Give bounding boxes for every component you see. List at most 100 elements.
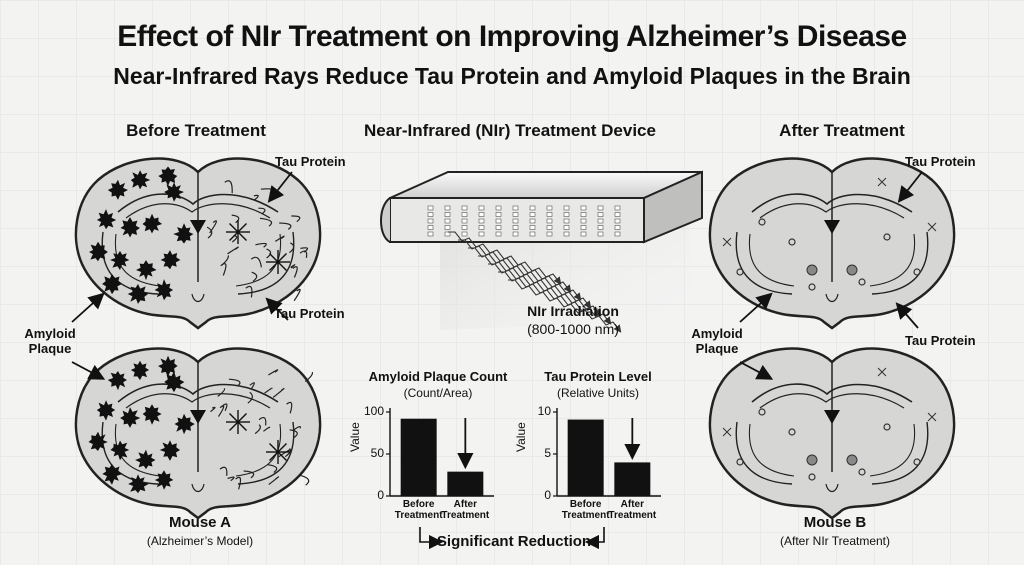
- residual-plaque: [913, 458, 921, 466]
- plaque-core: [154, 279, 174, 301]
- tau-fiber: [229, 421, 239, 431]
- bar-before: [567, 419, 604, 496]
- amyloid-plaque: [102, 274, 123, 295]
- amyloid-plaque: [88, 431, 108, 451]
- chart2-xtick-label: Before: [569, 499, 602, 510]
- emitter-led: [444, 231, 451, 237]
- emitter-led: [461, 231, 468, 237]
- emitter-led: [580, 212, 587, 217]
- tau-tangle: [224, 180, 233, 194]
- corpus-callosum: [751, 193, 913, 213]
- plaque-core: [128, 474, 149, 494]
- tau-tangle: [268, 476, 280, 485]
- plaque-core: [158, 355, 178, 377]
- mouse-a-name: Mouse A: [169, 514, 231, 531]
- brain-mouse-a-top: [74, 157, 322, 330]
- emitter-led: [546, 231, 553, 237]
- tau-tangle: [266, 248, 272, 259]
- emitter-led: [461, 225, 468, 230]
- amyloid-plaque: [127, 284, 149, 304]
- brain-mouse-b-bottom: [708, 347, 956, 520]
- device-cap: [380, 197, 391, 243]
- emitter-led: [597, 231, 604, 237]
- emitter-led: [478, 225, 485, 230]
- residual-plaque: [806, 264, 818, 276]
- tau-tangle: [300, 474, 310, 486]
- emitter-led: [478, 212, 485, 217]
- emitter-led: [563, 231, 570, 237]
- tau-tangle: [290, 264, 296, 269]
- emitter-led: [512, 212, 519, 217]
- brainstem-mark: [191, 483, 205, 493]
- amyloid-plaque: [135, 449, 156, 470]
- amyloid-plaque: [154, 470, 174, 490]
- tau-tangle: [279, 222, 292, 230]
- tau-tangle: [210, 406, 216, 413]
- tau-tangle: [255, 242, 267, 248]
- amyloid-plaque: [174, 413, 195, 435]
- amyloid-plaque: [173, 223, 194, 244]
- emitter-led: [512, 205, 519, 211]
- amyloid-plaque: [142, 213, 163, 234]
- hippocampus-inner: [748, 423, 916, 477]
- emitter-led: [478, 205, 485, 211]
- residual-plaque: [788, 428, 796, 436]
- tau-tangle: [284, 448, 292, 458]
- chart-1: [386, 408, 494, 497]
- emitter-led: [427, 225, 434, 230]
- plaque-core: [160, 250, 181, 270]
- ventricle: [824, 220, 840, 234]
- tau-tangle: [292, 266, 298, 278]
- tau-tangle: [258, 417, 267, 426]
- residual-plaque: [808, 283, 816, 291]
- tau-tangle: [217, 388, 226, 397]
- chart2-xtick-label: After: [620, 499, 644, 510]
- residual-plaque: [806, 454, 818, 466]
- page-subtitle: Near-Infrared Rays Reduce Tau Protein an…: [113, 63, 911, 89]
- chart2-ytick-label: 0: [544, 488, 551, 502]
- amyloid-plaque: [160, 250, 181, 270]
- tau-tangle: [293, 288, 301, 302]
- amyloid-plaque: [158, 355, 178, 377]
- tau-pointer-a-bottom: [265, 297, 289, 321]
- tau-fiber: [269, 253, 279, 263]
- tau-fiber: [237, 421, 247, 431]
- plaque-core: [142, 404, 162, 425]
- amyloid-pointer-a-bottom: [71, 361, 106, 380]
- nir-irradiation-label: NIr Irradiation: [527, 303, 619, 319]
- tau-cluster: [226, 220, 250, 244]
- bar-after: [447, 471, 484, 496]
- plaque-core: [135, 449, 156, 470]
- emitter-led: [444, 218, 451, 224]
- amyloid-plaque: [107, 179, 128, 200]
- chart2-ylabel: Value: [514, 422, 528, 452]
- hippocampus-inner: [114, 423, 282, 477]
- chart1-xtick-label: After: [453, 499, 477, 510]
- chart-2: [553, 408, 661, 497]
- ventricle: [824, 410, 840, 424]
- after-treatment-heading: After Treatment: [779, 121, 905, 140]
- residual-tau: [877, 177, 887, 187]
- emitter-led: [546, 218, 553, 224]
- chart1-ytick-label: 50: [370, 446, 384, 460]
- brainstem-mark: [825, 293, 839, 303]
- residual-plaque: [913, 268, 921, 276]
- emitter-led: [597, 225, 604, 230]
- tau-tangle: [227, 476, 235, 482]
- significant-reduction-label: Significant Reduction: [436, 533, 592, 550]
- tau-tangle: [254, 424, 261, 435]
- plaque-core: [164, 371, 185, 393]
- plaque-core: [142, 213, 163, 234]
- emitter-led: [444, 205, 451, 211]
- tau-pointer-b-top: [897, 171, 923, 203]
- chart2-subtitle: (Relative Units): [556, 386, 640, 400]
- tau-cluster: [266, 250, 290, 274]
- tau-fiber: [229, 413, 239, 423]
- tau-tangle: [259, 217, 273, 227]
- amyloid-plaque: [164, 371, 185, 393]
- residual-plaque: [883, 233, 891, 241]
- emitter-led: [427, 205, 434, 211]
- emitter-led: [597, 218, 604, 224]
